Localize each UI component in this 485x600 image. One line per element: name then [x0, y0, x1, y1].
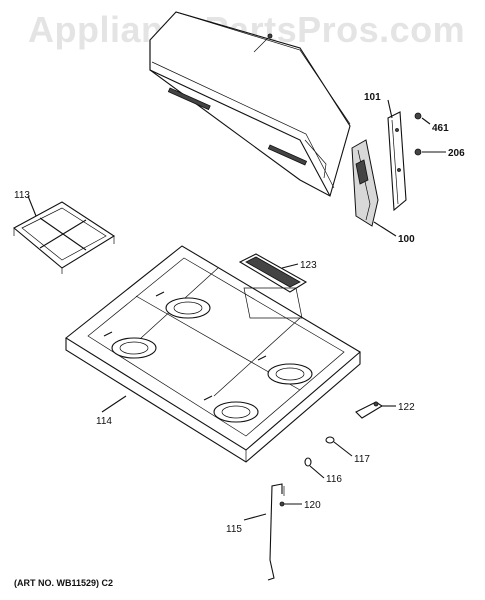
- callout-100: 100: [398, 234, 415, 245]
- callout-117: 117: [354, 454, 370, 465]
- bracket-122: 122: [355, 401, 415, 419]
- cooktop-114: 114: [65, 245, 361, 463]
- screw-461: 461: [414, 112, 449, 134]
- callout-122: 122: [398, 402, 415, 413]
- vent-grille-123: 123: [238, 253, 317, 293]
- backsplash-trim-101: 101: [364, 92, 407, 212]
- callout-115: 115: [226, 524, 242, 535]
- callout-114: 114: [96, 416, 112, 427]
- backsplash-panel: [149, 11, 351, 197]
- callout-116: 116: [326, 474, 342, 485]
- callout-113: 113: [14, 190, 30, 201]
- callout-461: 461: [432, 123, 449, 134]
- rod-115: 120 115: [226, 483, 321, 581]
- callout-123: 123: [300, 260, 317, 271]
- screw-206: 206: [414, 148, 465, 159]
- burner-grate-113: 113: [13, 190, 116, 274]
- part-117: 117: [325, 436, 370, 465]
- end-cap-100: 100: [351, 139, 415, 245]
- callout-206: 206: [448, 148, 465, 159]
- callout-120: 120: [304, 500, 321, 511]
- part-116: 116: [304, 457, 342, 485]
- callout-101: 101: [364, 92, 381, 103]
- art-number: (ART NO. WB11529) C2: [14, 578, 114, 588]
